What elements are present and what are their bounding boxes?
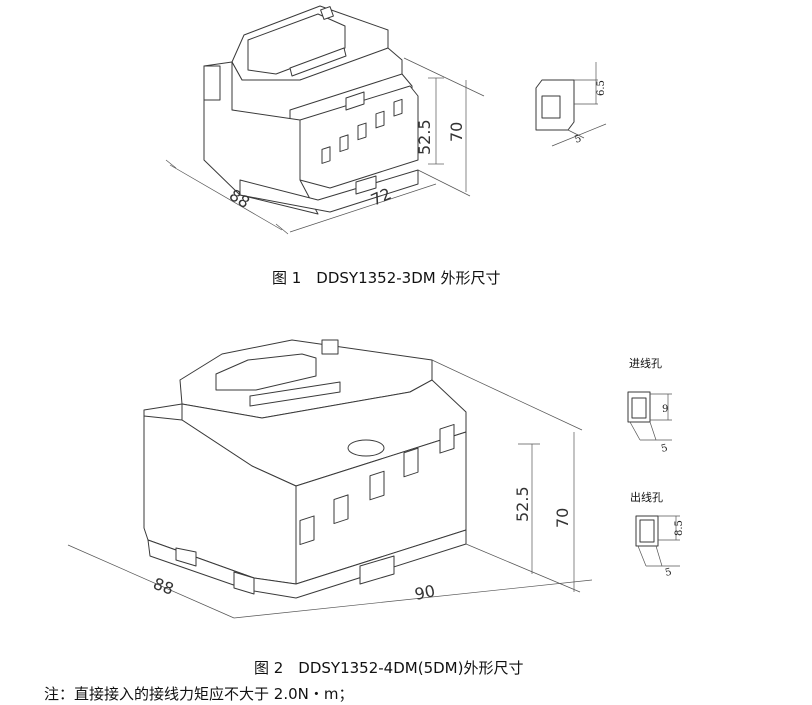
fig2-outlet-dim-height: 8.5 [674,520,685,536]
figure2-caption: 图 2 DDSY1352-4DM(5DM)外形尺寸 [254,659,524,677]
fig1-hole-dim-height: 6.5 [596,80,607,96]
fig2-dim-width: 90 [413,581,437,604]
figure2-inlet-detail [627,391,672,441]
torque-note: 注：直接接入的接线力矩应不大于 2.0N・m； [44,685,354,703]
fig1-dim-height-total: 70 [447,122,466,142]
figure1-caption: 图 1 DDSY1352-3DM 外形尺寸 [272,269,501,287]
fig2-dim-depth: 88 [151,574,177,599]
inlet-hole-label: 进线孔 [629,357,662,370]
figure1-hole-detail [535,62,607,147]
figure2-outlet-detail [635,515,680,567]
fig1-hole-dim-width: 5 [573,133,583,146]
fig2-inlet-dim-width: 5 [660,443,669,455]
fig2-outlet-dim-width: 5 [664,567,673,579]
fig2-dim-height-total: 70 [553,508,572,528]
fig2-dim-height-inner: 52.5 [513,486,532,522]
figure2-meter-drawing [67,339,593,619]
fig2-inlet-dim-height: 9 [662,404,668,415]
figure1-meter-drawing [165,5,485,235]
outlet-hole-label: 出线孔 [630,491,663,504]
fig1-dim-height-inner: 52.5 [415,119,434,155]
